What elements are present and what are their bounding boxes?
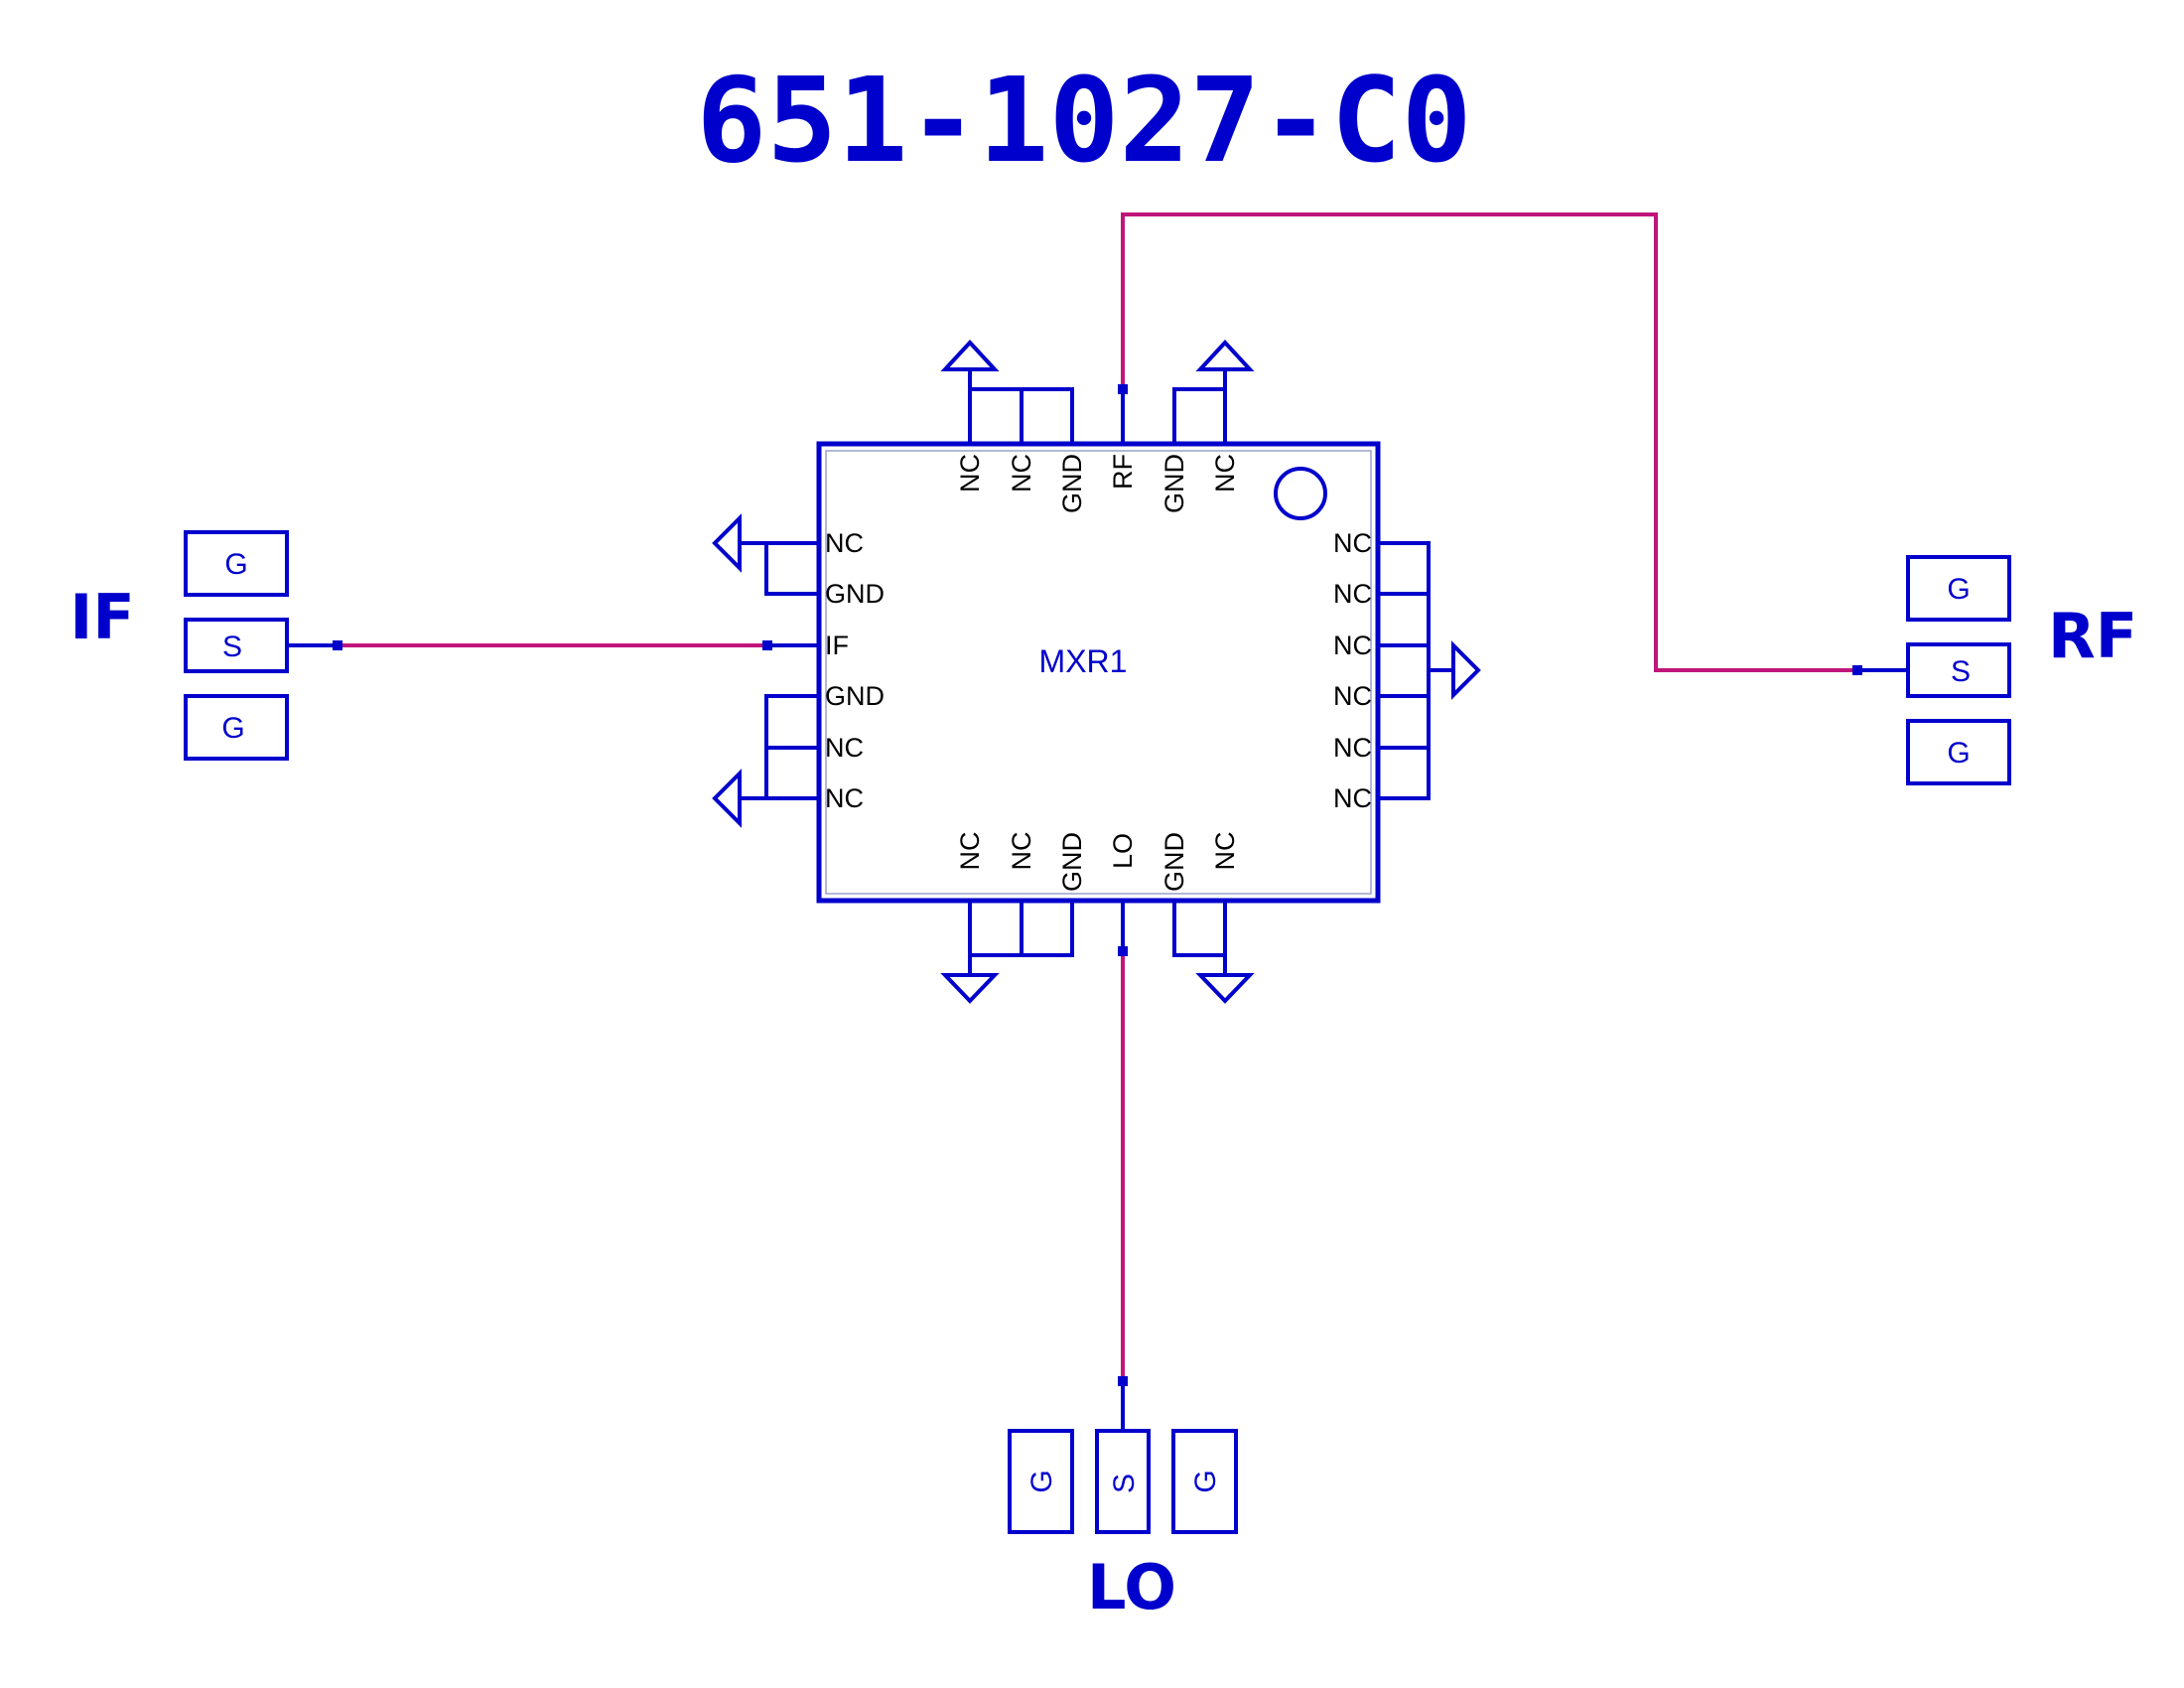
mixer-component[interactable]: MXR1: [816, 441, 1381, 904]
rf-port-label: RF: [2048, 600, 2137, 672]
pin-label: GND: [1057, 454, 1087, 513]
ground-pad: [1008, 1429, 1074, 1534]
signal-pad: [1095, 1429, 1151, 1534]
component-reference: MXR1: [1039, 643, 1128, 679]
net-node: [1118, 946, 1128, 956]
ground-symbol-icon: [1195, 973, 1255, 1004]
ground-symbol-icon: [940, 340, 1000, 371]
pad-label: G: [1189, 1470, 1222, 1492]
pin-label: NC: [1007, 832, 1036, 871]
pad-label: G: [224, 548, 247, 581]
pin-label: NC: [825, 528, 864, 558]
pin-label: NC: [825, 783, 864, 813]
pin-label: NC: [955, 832, 985, 871]
signal-pad: [1906, 642, 2011, 698]
pin-label: RF: [1108, 454, 1138, 490]
net-node: [1118, 384, 1128, 394]
pin-label: GND: [825, 579, 885, 609]
pin-label: NC: [1210, 454, 1240, 492]
ground-symbol-icon: [1195, 340, 1255, 371]
lo-port-label: LO: [1087, 1551, 1176, 1623]
right-pin-leads: [1376, 541, 1455, 800]
lo-port[interactable]: G S G LO: [1008, 1378, 1238, 1623]
pin1-indicator-circle: [1274, 467, 1327, 520]
pad-label: G: [1025, 1470, 1058, 1492]
ground-pad: [1906, 555, 2011, 622]
ground-symbol-icon: [712, 513, 742, 573]
pin-label: GND: [1160, 454, 1189, 513]
if-port-label: IF: [69, 581, 134, 653]
pad-label: G: [1947, 573, 1970, 606]
top-pin-leads: [968, 367, 1227, 446]
pin-label: NC: [1333, 783, 1372, 813]
ground-pad: [184, 530, 289, 597]
pin-label: NC: [1333, 681, 1372, 711]
pad-label: S: [1108, 1474, 1141, 1493]
bottom-pin-labels: NC NC GND LO GND NC: [955, 832, 1240, 893]
net-node: [762, 640, 772, 650]
pin-label: NC: [955, 454, 985, 492]
top-pin-labels: NC NC GND RF GND NC: [955, 454, 1240, 513]
ground-pad: [1171, 1429, 1238, 1534]
schematic-title: 651-1027-C0: [696, 52, 1471, 189]
ground-pad: [184, 694, 289, 761]
pad-label: G: [1947, 737, 1970, 770]
rf-net-wire[interactable]: [1121, 212, 1856, 672]
pad-label: G: [221, 712, 244, 745]
left-pin-labels: NC GND IF GND NC NC: [825, 528, 885, 813]
ground-symbol-icon: [1451, 640, 1481, 700]
if-port[interactable]: G S G IF: [69, 530, 340, 761]
ground-symbol-icon: [940, 973, 1000, 1004]
right-pin-labels: NC NC NC NC NC NC: [1333, 528, 1372, 813]
pin-label: GND: [825, 681, 885, 711]
pin-label: LO: [1108, 833, 1138, 869]
pin-label: NC: [825, 733, 864, 763]
pin-label: NC: [1210, 832, 1240, 871]
left-pin-leads: [738, 541, 821, 800]
pin-label: NC: [1333, 528, 1372, 558]
component-body-inner: [825, 450, 1372, 895]
signal-pad: [184, 618, 289, 673]
bottom-pin-leads: [968, 899, 1227, 977]
ground-pad: [1906, 719, 2011, 785]
pin-label: GND: [1160, 832, 1189, 892]
pin-label: GND: [1057, 832, 1087, 892]
ground-symbol-icon: [712, 769, 742, 828]
pin-label: NC: [1333, 631, 1372, 660]
pad-label: S: [1951, 655, 1971, 688]
pin-label: NC: [1007, 454, 1036, 492]
pin-label: NC: [1333, 733, 1372, 763]
pin-label: NC: [1333, 579, 1372, 609]
pad-label: S: [222, 631, 242, 663]
pin-label: IF: [825, 631, 849, 660]
rf-port[interactable]: G S G RF: [1854, 555, 2137, 785]
component-body: [816, 441, 1381, 904]
